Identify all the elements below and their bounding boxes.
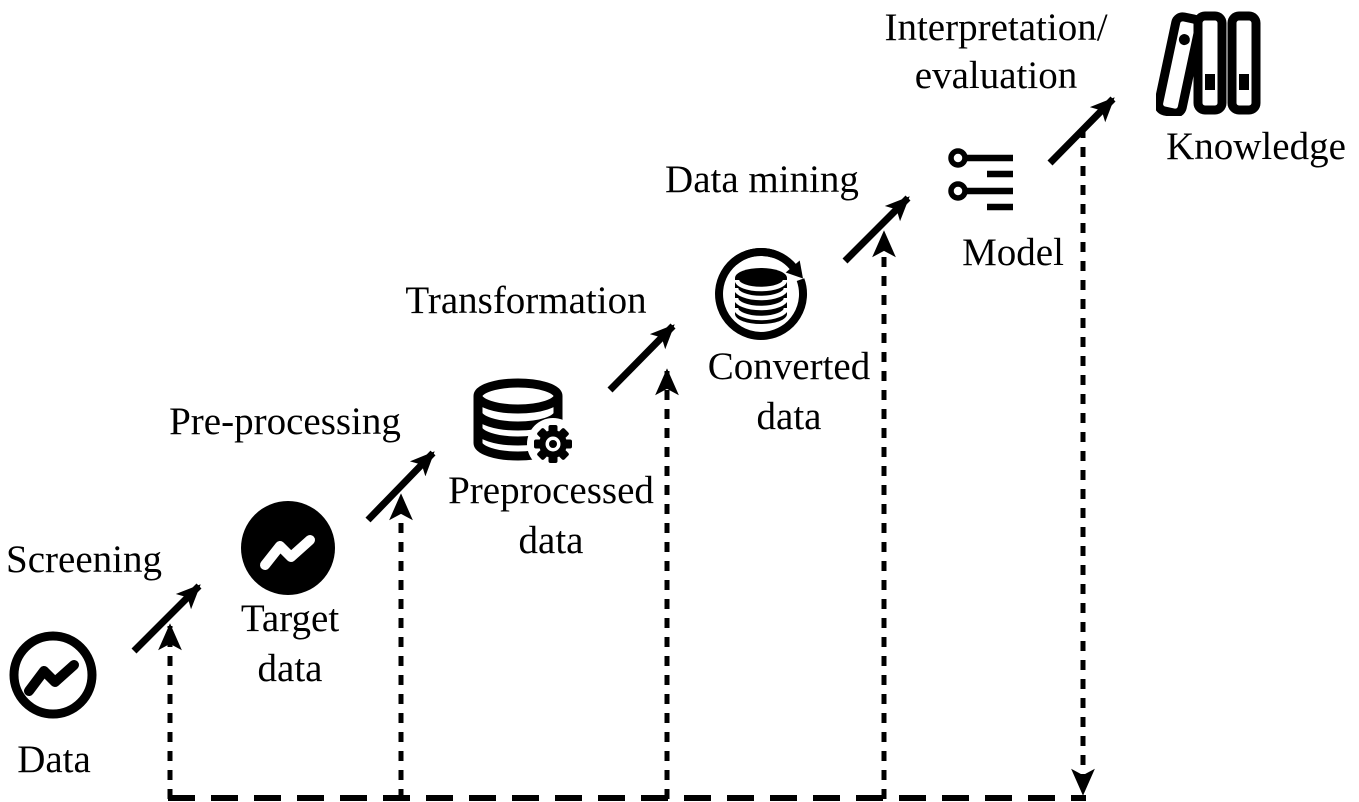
- transformation-label: Transformation: [405, 279, 647, 322]
- model-label: Model: [962, 231, 1064, 274]
- target-data-label-line2: data: [257, 647, 323, 690]
- target-data-label: Target data: [241, 594, 339, 694]
- books-icon: [1156, 11, 1261, 116]
- converted-data-label: Converted data: [708, 342, 870, 442]
- gear: [534, 425, 572, 463]
- preprocessed-data-label: Preprocessed data: [448, 466, 654, 566]
- preprocessed-data-label-line2: data: [518, 519, 584, 562]
- database-gear-icon: [473, 378, 576, 469]
- interpretation-evaluation-label: Interpretation/ evaluation: [884, 4, 1107, 100]
- refresh-arrowhead: [785, 260, 803, 279]
- screening-arrow: [131, 583, 202, 654]
- transformation-arrow: [607, 323, 676, 393]
- database-cylinder: [733, 268, 789, 324]
- trend-circle-filled-icon: [241, 501, 335, 595]
- interpretation-evaluation-label-line2: evaluation: [914, 54, 1078, 97]
- converted-data-label-line1: Converted: [707, 345, 871, 388]
- middle-book: [1193, 11, 1227, 115]
- screening-label: Screening: [6, 538, 162, 581]
- trend-circle-icon: [9, 631, 97, 719]
- tilted-book: [1156, 12, 1204, 116]
- preprocessed-data-label-line1: Preprocessed: [448, 469, 654, 512]
- right-book: [1227, 11, 1261, 115]
- database-refresh-icon: [715, 247, 807, 340]
- preprocessing-label: Pre-processing: [169, 400, 401, 443]
- data-mining-arrow: [842, 195, 911, 264]
- knowledge-label: Knowledge: [1166, 125, 1346, 168]
- data-mining-label: Data mining: [665, 158, 859, 201]
- preprocessing-arrow: [365, 450, 436, 523]
- converted-data-label-line2: data: [756, 395, 822, 438]
- model-sliders-icon: [948, 148, 1013, 211]
- target-data-label-line1: Target: [240, 597, 340, 640]
- interpretation-evaluation-label-line1: Interpretation/: [884, 6, 1108, 49]
- data-label: Data: [17, 738, 91, 781]
